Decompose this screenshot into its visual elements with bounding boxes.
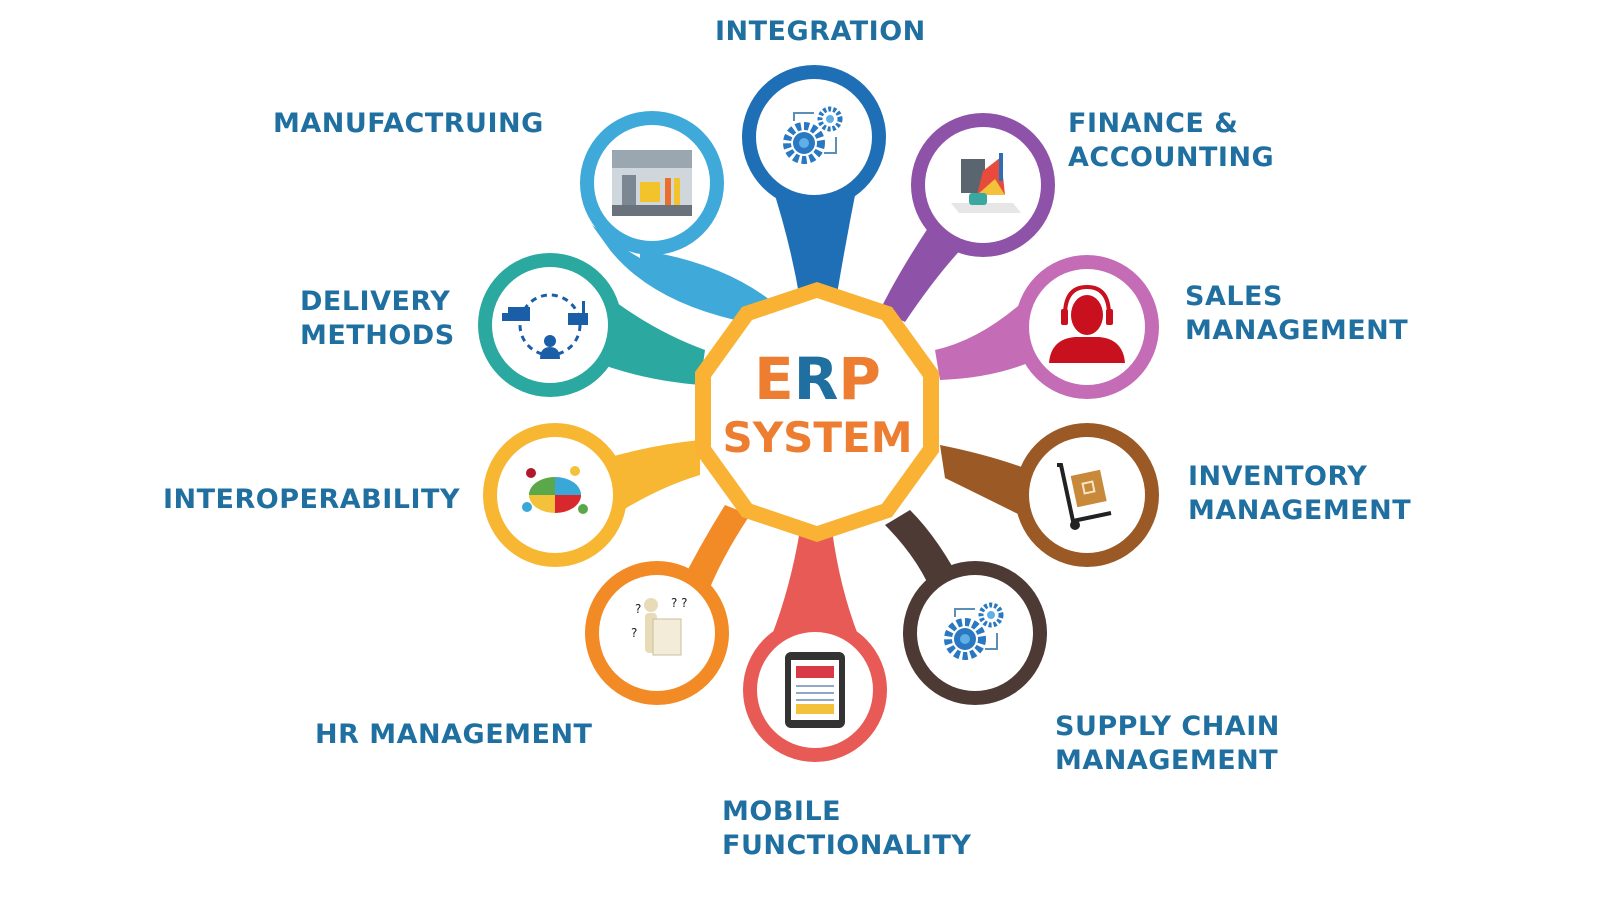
label-hr: HR MANAGEMENT [315,719,593,750]
delivery-cycle-icon [502,293,588,359]
petal-inventory [940,423,1159,567]
erp-letter-r: R [793,345,839,413]
erp-letter-e: E [754,345,794,413]
label-finance: FINANCE & ACCOUNTING [1068,108,1275,173]
label-integration: INTEGRATION [715,16,926,47]
gears-icon [944,602,1004,660]
label-interoperability: INTEROPERABILITY [163,484,461,515]
label-sales: SALES MANAGEMENT [1185,281,1409,346]
label-manufacturing: MANUFACTRUING [273,108,544,139]
petal-supply-chain [885,510,1047,705]
finance-chart-icon [951,153,1021,213]
factory-photo-icon [612,150,692,216]
petal-manufacturing [580,111,770,320]
petal-finance [880,113,1055,322]
label-mobile: MOBILE FUNCTIONALITY [722,796,972,861]
puzzle-team-icon [522,466,588,514]
person-questions-icon: ? ? ? ? [631,596,688,656]
gears-icon [783,106,843,164]
label-delivery: DELIVERY METHODS [300,286,455,351]
erp-heading: ERP [700,345,935,413]
headset-agent-icon [1049,284,1125,363]
petal-mobile [743,530,887,762]
tablet-icon [785,652,845,728]
svg-text:? ?: ? ? [671,596,688,610]
petal-integration [742,65,886,300]
system-heading: SYSTEM [722,413,913,462]
svg-text:?: ? [635,602,641,616]
petal-delivery [478,253,705,397]
erp-system-title: ERP SYSTEM [700,345,935,463]
petal-hr: ? ? ? ? [585,505,750,705]
label-supply-chain: SUPPLY CHAIN MANAGEMENT [1055,711,1280,776]
petal-sales [935,255,1159,399]
svg-text:?: ? [631,626,637,640]
erp-letter-p: P [838,345,881,413]
petal-interoperability [483,423,700,567]
hand-truck-box-icon [1057,463,1112,530]
erp-center-hub [695,282,939,542]
label-inventory: INVENTORY MANAGEMENT [1188,461,1412,526]
